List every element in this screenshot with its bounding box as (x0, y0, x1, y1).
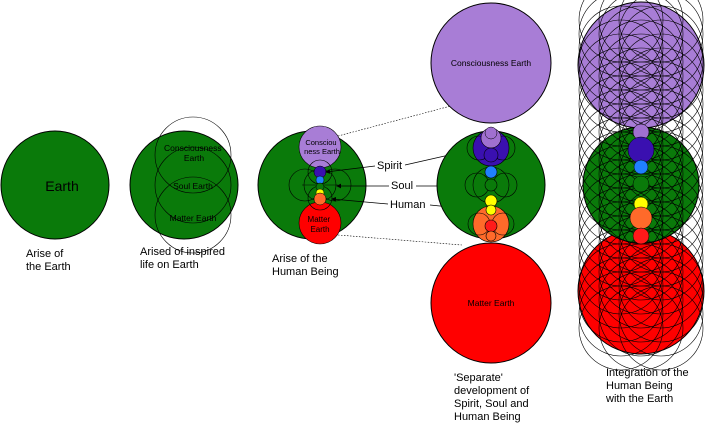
chakra-green (632, 175, 650, 193)
projection-lines (337, 102, 463, 246)
consciousness-earth-circle (430, 2, 552, 124)
soul-earth-label: Soul Earth (173, 181, 213, 191)
spirit-label: Spirit (377, 160, 402, 172)
stage-3-human-being: Consciou ness Earth Matter Earth Spirit … (257, 102, 481, 246)
caption-stage-1: Arise of the Earth (26, 248, 71, 273)
integration-chakras (627, 123, 655, 245)
chakra-orange (629, 206, 653, 230)
stage-5-integration (577, 0, 705, 371)
stage-2-inspired-life: Consciousness Earth Soul Earth Matter Ea… (129, 116, 239, 254)
integration-ring (578, 257, 664, 343)
integration-ring (578, 285, 664, 371)
soul-earth-ring (154, 146, 232, 224)
caption-stage-2: Arised of inspired life on Earth (140, 246, 225, 271)
consciousness-label-line-1: Consciou (305, 138, 336, 147)
soul-cluster (464, 165, 518, 204)
earth-label: Earth (45, 178, 78, 194)
consciousness-earth-label: Consciousness Earth (451, 58, 532, 68)
integration-ring (598, 285, 684, 371)
matter-earth-label: Matter Earth (308, 215, 333, 234)
consciousness-label-line-2: ness Earth (304, 147, 340, 156)
earth-circle (0, 130, 110, 240)
consciousness-earth-label: Consciousness Earth (164, 143, 224, 163)
human-cluster (467, 194, 515, 243)
chakra-red (632, 227, 650, 245)
crown-chakra (484, 126, 498, 140)
integration-ring (598, 257, 684, 343)
integration-ring (618, 271, 704, 357)
consciousness-earth-label-line-2: Earth (184, 153, 205, 163)
matter-earth-label: Matter Earth (170, 213, 217, 223)
matter-earth-circle (430, 242, 552, 364)
consciousness-earth-label-line-1: Consciousness (164, 143, 222, 153)
matter-earth-ring (154, 176, 232, 254)
caption-stage-3: Arise of the Human Being (272, 253, 339, 278)
chakra-orange (313, 192, 327, 206)
caption-stage-4: 'Separate' development of Spirit, Soul a… (454, 372, 530, 423)
chakra-blue (633, 159, 649, 175)
integration-ring (618, 285, 704, 371)
consciousness-earth-ring (154, 116, 232, 194)
matter-earth-label: Matter Earth (468, 298, 515, 308)
integration-ring (578, 271, 664, 357)
integration-ring (598, 271, 684, 357)
soul-label: Soul (391, 180, 413, 192)
caption-stage-5: Integration of the Human Being with the … (606, 367, 689, 405)
earth-circle (129, 130, 239, 240)
matter-label-line-1: Matter (308, 215, 331, 224)
consciousness-earth-label: Consciou ness Earth (304, 138, 340, 156)
stage-4-separate-development: Consciousness Earth Matter Earth (430, 2, 552, 364)
chakra-violet (627, 136, 655, 164)
human-label: Human (390, 199, 425, 211)
integration-ring (618, 257, 704, 343)
matter-label-line-2: Earth (310, 225, 329, 234)
stage-1-earth: Earth (0, 130, 110, 240)
